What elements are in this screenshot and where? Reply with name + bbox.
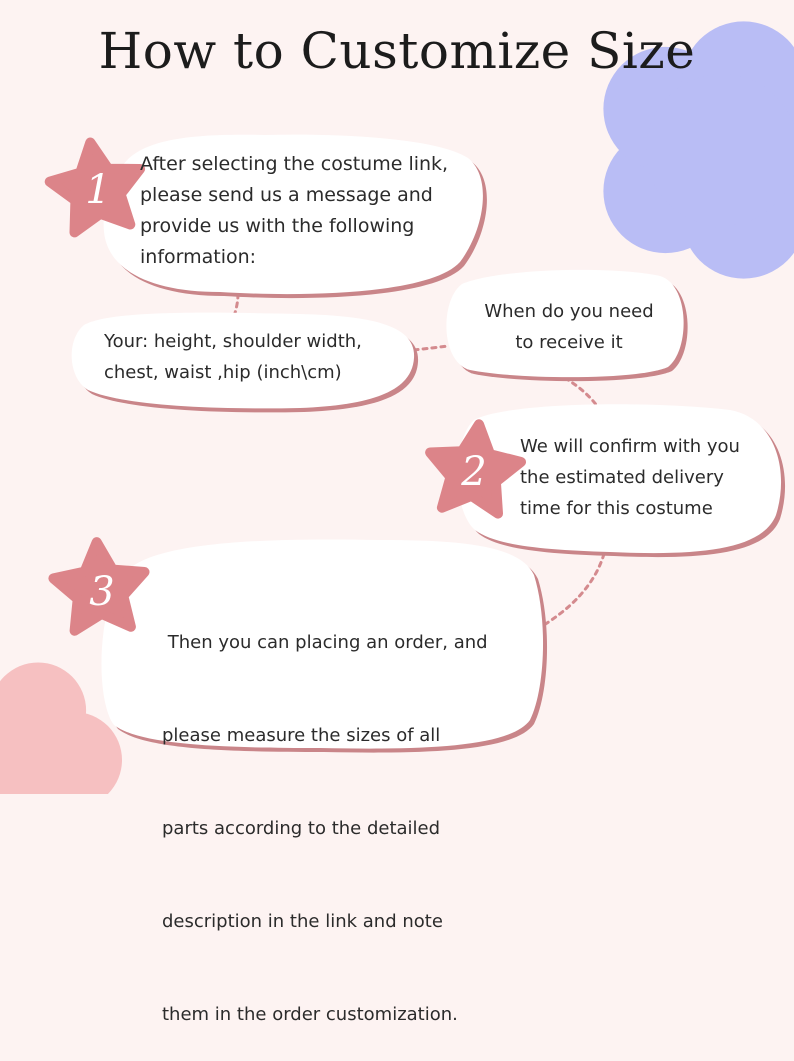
step-2-star-icon — [425, 419, 526, 519]
step-2-number: 2 — [461, 449, 487, 495]
step-1-bubble — [103, 134, 487, 299]
measurements-line: chest, waist ,hip (inch\cm) — [104, 362, 342, 383]
step-1-star-icon — [44, 137, 146, 238]
connector-measurements-to-question — [412, 344, 450, 352]
step-1-number: 1 — [85, 167, 111, 213]
step-3-line: parts according to the detailed — [162, 818, 441, 839]
infographic-canvas — [0, 21, 794, 794]
step-2-line: time for this costume — [520, 498, 713, 519]
step-2-line: the estimated delivery — [520, 467, 724, 488]
page-title: How to Customize Size — [98, 22, 696, 80]
measurements-bubble — [71, 312, 419, 413]
flower-center — [0, 702, 80, 794]
step-1-line: please send us a message and — [140, 184, 433, 206]
step-1-line: information: — [140, 246, 257, 268]
step-3-number: 3 — [89, 569, 115, 615]
pink-flower-decoration — [0, 662, 122, 794]
step-3-star-icon — [48, 537, 150, 636]
step-3-line: them in the order customization. — [162, 1004, 458, 1025]
step-1-line: After selecting the costume link, — [140, 153, 449, 175]
delivery-question-line: to receive it — [515, 332, 623, 353]
delivery-question-text: When do you need to receive it — [482, 296, 656, 358]
measurements-text: Your: height, shoulder width, chest, wai… — [104, 326, 362, 388]
step-1-line: provide us with the following — [140, 215, 415, 237]
step-3-bubble — [101, 539, 548, 753]
flower-center — [646, 74, 794, 226]
step-3-line: description in the link and note — [162, 911, 443, 932]
step-3-line: Then you can placing an order, and — [162, 632, 488, 653]
step-3-line: please measure the sizes of all — [162, 725, 441, 746]
step-2-bubble — [457, 404, 786, 558]
step-2-text: We will confirm with you the estimated d… — [520, 431, 740, 524]
step-1-text: After selecting the costume link, please… — [140, 149, 448, 273]
measurements-line: Your: height, shoulder width, — [104, 331, 362, 352]
delivery-question-bubble — [446, 269, 688, 382]
step-3-text: Then you can placing an order, and pleas… — [162, 565, 488, 1061]
step-2-line: We will confirm with you — [520, 436, 740, 457]
delivery-question-line: When do you need — [484, 301, 654, 322]
blue-flower-decoration — [603, 21, 794, 279]
